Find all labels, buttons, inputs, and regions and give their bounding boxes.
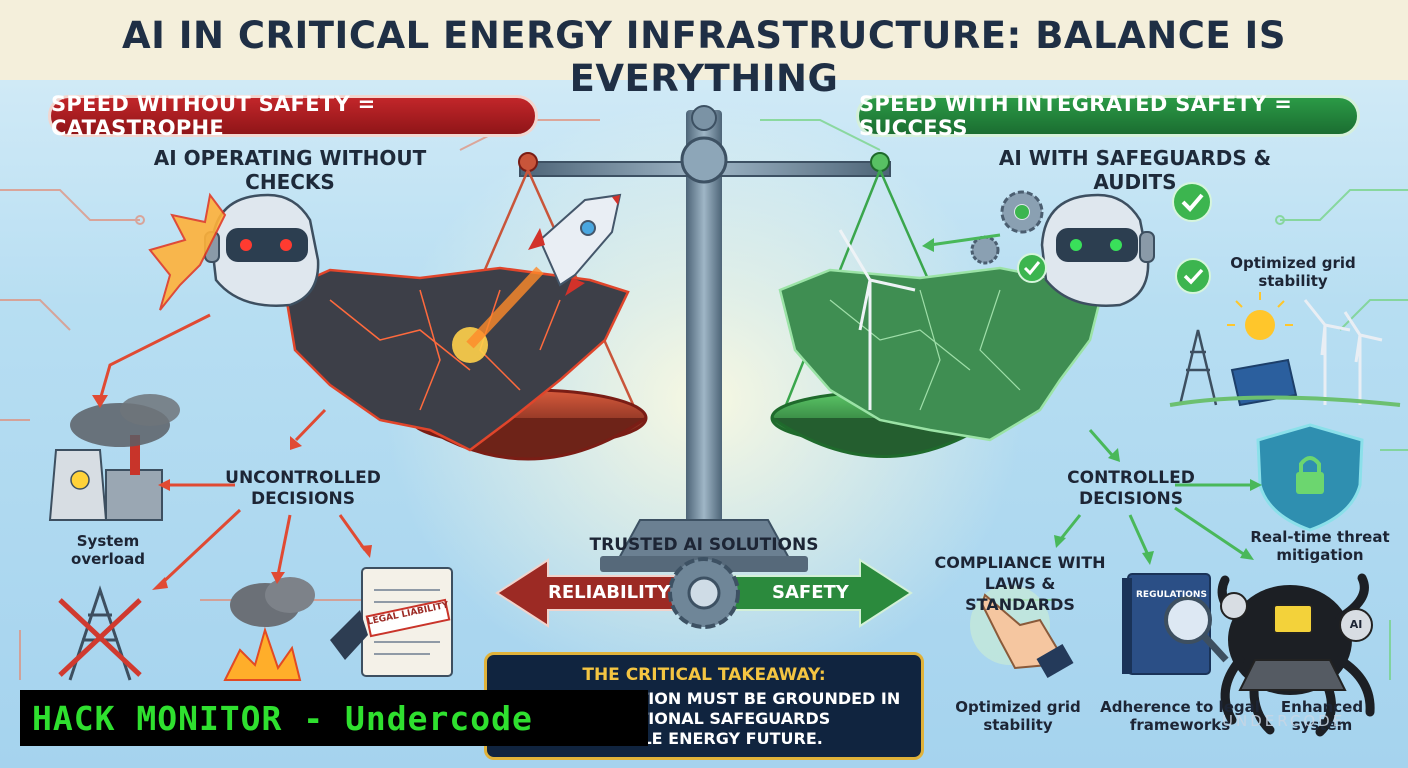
trusted-ai-label: TRUSTED AI SOLUTIONS — [589, 535, 819, 555]
grid-stability-bottom-label: Optimized grid stability — [955, 698, 1081, 734]
compliance-label: COMPLIANCE WITH LAWS & STANDARDS — [934, 553, 1106, 614]
map-wind-turbine-icon — [838, 229, 916, 410]
legal-frameworks-label: Adherence to legal frameworks — [1100, 698, 1260, 734]
shield-lock-icon — [1256, 423, 1364, 532]
banner-text: HACK MONITOR - Undercode — [32, 698, 533, 738]
regulations-book-icon — [1122, 573, 1229, 675]
pointing-hand-icon — [970, 585, 1074, 679]
right-flow-arrows — [929, 233, 1252, 557]
right-us-map — [778, 266, 1102, 442]
right-subhead: AI WITH SAFEGUARDS & AUDITS — [998, 146, 1272, 194]
system-overload-label: System overload — [71, 532, 145, 568]
map-grid-lines — [829, 289, 1021, 411]
reliability-label: RELIABILITY — [548, 582, 671, 603]
left-headline-pill: SPEED WITHOUT SAFETY = CATASTROPHE — [48, 92, 538, 140]
enhanced-system-label: Enhanced system — [1280, 698, 1364, 734]
left-flow-arrows — [98, 313, 367, 587]
hack-monitor-banner: HACK MONITOR - Undercode — [20, 690, 648, 746]
ai-tag-label: AI — [1349, 618, 1363, 631]
left-arrow-heads — [92, 395, 372, 590]
broken-power-tower-icon — [58, 585, 142, 681]
page-title: AI IN CRITICAL ENERGY INFRASTRUCTURE: BA… — [122, 14, 1286, 100]
takeaway-title: THE CRITICAL TAKEAWAY: — [582, 665, 826, 685]
factory-icon — [48, 394, 180, 521]
threat-mitigation-label: Real-time threat mitigation — [1250, 528, 1390, 564]
safety-label: SAFETY — [772, 582, 849, 603]
right-robot-icon — [1040, 193, 1155, 307]
regulations-book-label: REGULATIONS — [1136, 590, 1207, 600]
smoke-explosion-icon — [223, 577, 315, 681]
right-headline-pill: SPEED WITH INTEGRATED SAFETY = SUCCESS — [856, 92, 1360, 140]
left-subhead: AI OPERATING WITHOUT CHECKS — [153, 146, 427, 194]
grid-stability-top-label: Optimized grid stability — [1230, 254, 1356, 290]
undercode-watermark: UNDERCODE — [1222, 712, 1346, 730]
check-icons — [1015, 182, 1212, 294]
right-arrow-heads — [922, 238, 1262, 565]
controlled-decisions-label: CONTROLLED DECISIONS — [1067, 468, 1195, 509]
title-band — [0, 0, 1408, 80]
hacker-mascot-icon — [1217, 573, 1375, 737]
uncontrolled-decisions-label: UNCONTROLLED DECISIONS — [225, 468, 381, 509]
reliability-safety-arrow — [495, 557, 913, 629]
renewable-energy-icons — [1169, 292, 1401, 407]
explosion-burst — [148, 192, 227, 311]
left-robot-icon — [204, 193, 320, 307]
gear-icons — [970, 190, 1044, 265]
rocket-icon — [528, 193, 622, 296]
legal-document-icon — [330, 567, 453, 677]
